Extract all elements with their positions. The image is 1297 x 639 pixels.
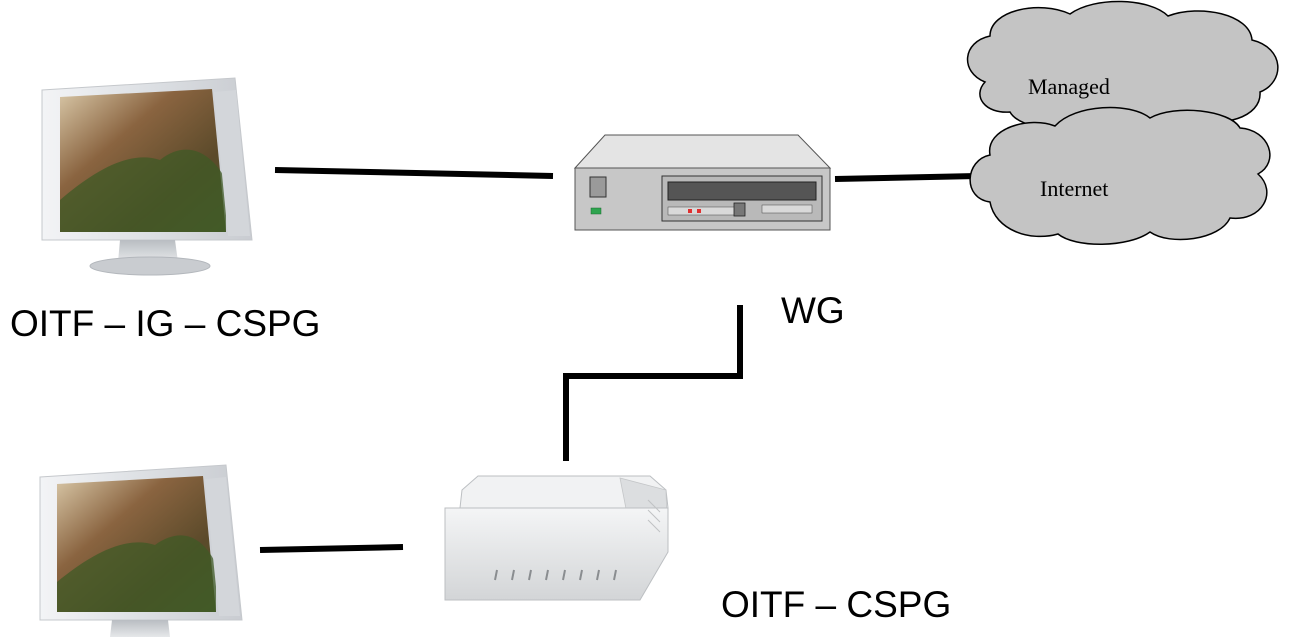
bottom-tv-icon — [39, 464, 243, 637]
link-gateway-to-modem — [563, 305, 743, 461]
link-top-tv-to-gateway — [274, 167, 554, 179]
internet-cloud: Internet — [969, 106, 1271, 245]
gateway-label: WG — [781, 290, 845, 331]
managed-cloud-label: Managed — [1028, 74, 1110, 99]
internet-cloud-label: Internet — [1040, 176, 1108, 201]
port-leds — [494, 569, 617, 581]
modem-device-icon — [444, 475, 669, 601]
bottom-device-label: OITF – CSPG — [721, 584, 952, 625]
link-bottom-tv-to-modem — [259, 544, 404, 553]
top-tv-icon — [41, 77, 253, 276]
top-tv-label: OITF – IG – CSPG — [10, 303, 321, 344]
connection-lines — [259, 167, 978, 553]
link-gateway-to-internet — [834, 173, 978, 182]
status-led-icon — [590, 207, 602, 215]
power-button-icon — [589, 176, 607, 198]
gateway-device-icon — [573, 134, 832, 231]
